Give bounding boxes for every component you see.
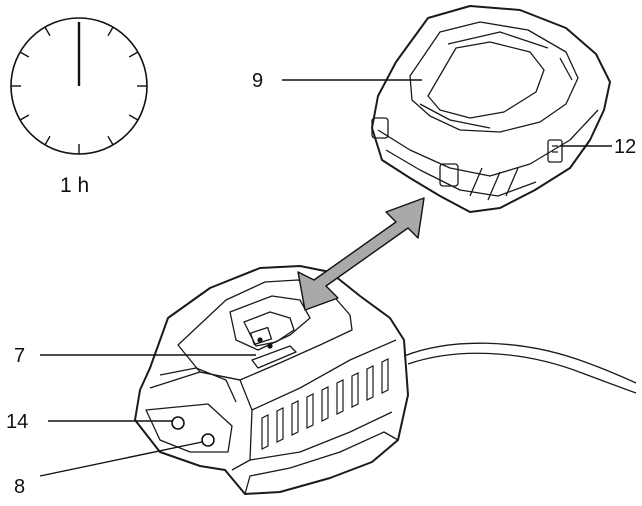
vent-slot bbox=[306, 393, 314, 429]
battery-release-button bbox=[547, 139, 563, 163]
clock-tick bbox=[44, 26, 51, 37]
vent-slot bbox=[291, 400, 299, 436]
vent-slot bbox=[321, 386, 329, 422]
callout-7: 7 bbox=[14, 345, 25, 367]
vent-slot bbox=[381, 358, 389, 394]
vent-slot bbox=[336, 379, 344, 415]
clock-caption: 1 h bbox=[60, 174, 89, 197]
clock-tick bbox=[19, 114, 30, 121]
clock-icon bbox=[10, 17, 148, 155]
callout-14: 14 bbox=[6, 411, 28, 433]
clock-tick bbox=[128, 114, 139, 121]
callout-12: 12 bbox=[614, 136, 636, 158]
clock-tick bbox=[107, 26, 114, 37]
clock-tick bbox=[19, 51, 30, 58]
vent-slot bbox=[351, 372, 359, 408]
indicator-led-upper bbox=[171, 416, 185, 430]
callout-9: 9 bbox=[252, 70, 263, 92]
charger-vents bbox=[261, 358, 389, 450]
power-cord bbox=[403, 342, 637, 394]
vent-slot bbox=[261, 414, 269, 450]
vent-slot bbox=[366, 365, 374, 401]
insert-arrow bbox=[297, 197, 425, 311]
vent-slot bbox=[276, 407, 284, 443]
battery-pack bbox=[371, 5, 611, 213]
clock-tick bbox=[44, 135, 51, 146]
indicator-led-lower bbox=[201, 433, 215, 447]
charger-base bbox=[134, 265, 409, 495]
clock-tick bbox=[128, 51, 139, 58]
callout-8: 8 bbox=[14, 476, 25, 498]
callouts: 9 12 7 14 8 bbox=[6, 70, 636, 498]
clock-ticks bbox=[11, 26, 147, 154]
clock-tick bbox=[107, 135, 114, 146]
